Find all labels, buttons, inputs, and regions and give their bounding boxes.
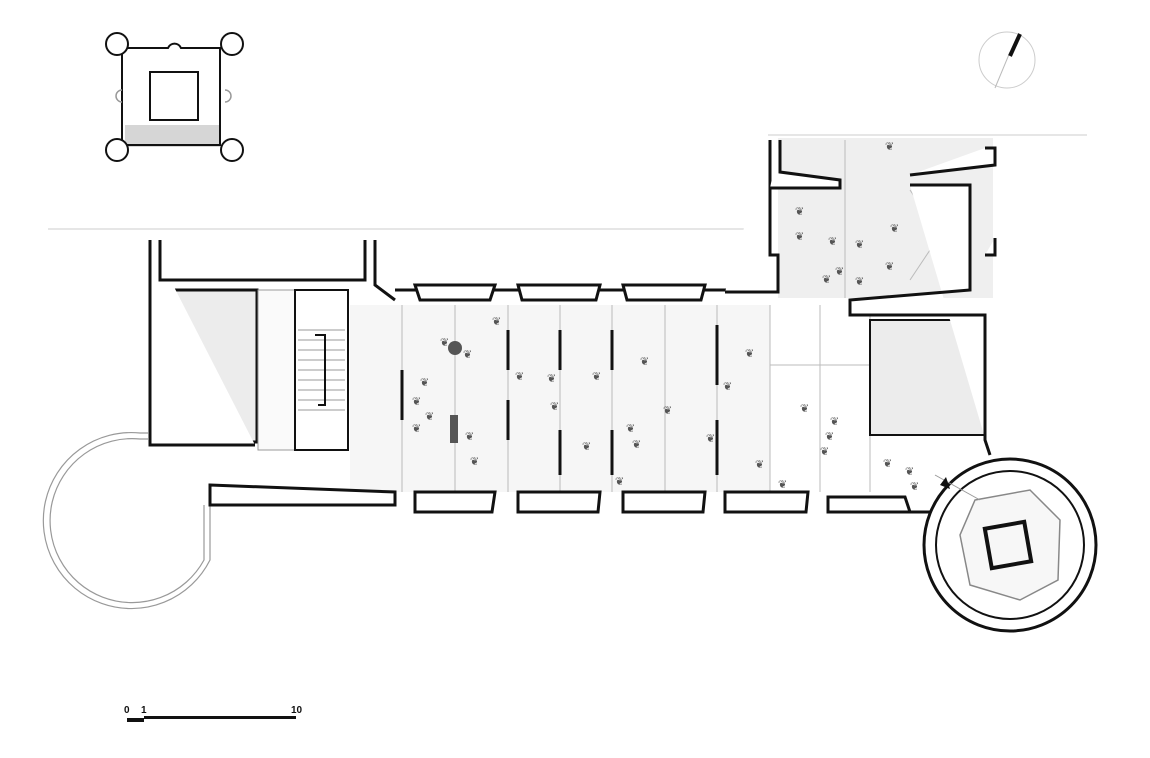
svg-text:❦: ❦: [910, 480, 919, 493]
scale-label-0: 0: [124, 705, 130, 716]
svg-text:❦: ❦: [755, 458, 764, 471]
svg-text:❦: ❦: [885, 140, 894, 153]
svg-text:❦: ❦: [883, 457, 892, 470]
svg-text:❦: ❦: [440, 336, 449, 349]
gallery: [153, 138, 993, 492]
stair-tower: [922, 457, 1098, 633]
scale-bar: 0 1 10: [124, 705, 303, 722]
svg-text:❦: ❦: [412, 395, 421, 408]
svg-text:❦: ❦: [723, 380, 732, 393]
svg-text:❦: ❦: [706, 432, 715, 445]
walls: [148, 140, 997, 520]
svg-text:❦: ❦: [835, 265, 844, 278]
svg-text:❦: ❦: [890, 222, 899, 235]
svg-text:❦: ❦: [465, 430, 474, 443]
svg-text:❦: ❦: [745, 347, 754, 360]
svg-text:❦: ❦: [855, 275, 864, 288]
svg-text:❦: ❦: [547, 372, 556, 385]
svg-text:❦: ❦: [592, 370, 601, 383]
svg-text:❦: ❦: [550, 400, 559, 413]
svg-text:❦: ❦: [470, 455, 479, 468]
svg-text:❦: ❦: [492, 315, 501, 328]
svg-text:❦: ❦: [828, 235, 837, 248]
svg-text:❦: ❦: [420, 376, 429, 389]
svg-text:❦: ❦: [615, 475, 624, 488]
scale-label-1: 1: [141, 705, 147, 716]
site-lines: [48, 134, 1087, 230]
svg-text:❦: ❦: [778, 478, 787, 491]
svg-text:❦: ❦: [820, 445, 829, 458]
svg-text:❦: ❦: [632, 438, 641, 451]
svg-text:❦: ❦: [800, 402, 809, 415]
people-figures: ❦❦❦ ❦❦❦ ❦❦❦ ❦❦❦ ❦❦❦ ❦❦❦ ❦❦❦ ❦❦❦ ❦❦❦ ❦❦❦ …: [412, 140, 919, 493]
svg-text:❦: ❦: [795, 205, 804, 218]
round-terrace: [42, 431, 211, 610]
svg-text:❦: ❦: [626, 422, 635, 435]
furniture: [448, 341, 462, 443]
svg-text:❦: ❦: [905, 465, 914, 478]
svg-text:❦: ❦: [515, 370, 524, 383]
key-plan: [105, 32, 244, 162]
svg-text:❦: ❦: [640, 355, 649, 368]
svg-text:❦: ❦: [825, 430, 834, 443]
svg-text:❦: ❦: [822, 273, 831, 286]
svg-text:❦: ❦: [663, 404, 672, 417]
svg-text:❦: ❦: [582, 440, 591, 453]
svg-text:❦: ❦: [855, 238, 864, 251]
svg-text:❦: ❦: [412, 422, 421, 435]
svg-text:❦: ❦: [425, 410, 434, 423]
north-arrow-icon: [978, 31, 1036, 89]
svg-text:❦: ❦: [795, 230, 804, 243]
svg-text:❦: ❦: [830, 415, 839, 428]
svg-text:❦: ❦: [885, 260, 894, 273]
scale-label-10: 10: [291, 705, 303, 716]
svg-text:❦: ❦: [463, 348, 472, 361]
